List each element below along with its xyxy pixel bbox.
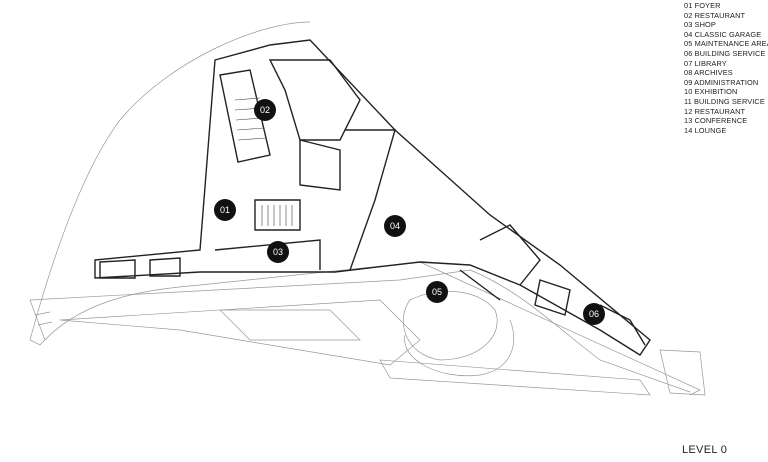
legend-item: 11 BUILDING SERVICE: [684, 96, 765, 106]
legend-item: 12 RESTAURANT: [684, 106, 746, 116]
marker-04: 04: [384, 215, 406, 237]
legend-item: 07 LIBRARY: [684, 58, 727, 68]
legend-item: 02 RESTAURANT: [684, 10, 746, 20]
legend-item: 13 CONFERENCE: [684, 116, 748, 126]
legend-item: 14 LOUNGE: [684, 125, 727, 135]
marker-03: 03: [267, 241, 289, 263]
legend-item: 01 FOYER: [684, 1, 721, 10]
legend-item: 05 MAINTENANCE AREA: [684, 39, 768, 49]
room-markers: 01 02 03 04 05 06: [214, 99, 605, 325]
level-label: LEVEL 0: [682, 444, 728, 456]
room-legend: 01 FOYER 02 RESTAURANT 03 SHOP 04 CLASSI…: [684, 1, 768, 135]
svg-text:06: 06: [589, 309, 599, 319]
stairs: [234, 97, 293, 226]
marker-06: 06: [583, 303, 605, 325]
svg-text:05: 05: [432, 287, 442, 297]
legend-item: 09 ADMINISTRATION: [684, 77, 759, 87]
marker-02: 02: [254, 99, 276, 121]
legend-item: 10 EXHIBITION: [684, 87, 738, 97]
svg-text:03: 03: [273, 247, 283, 257]
svg-text:04: 04: [390, 221, 400, 231]
svg-text:02: 02: [260, 105, 270, 115]
marker-01: 01: [214, 199, 236, 221]
building-walls: [94, 39, 651, 356]
legend-item: 06 BUILDING SERVICE: [684, 48, 766, 58]
legend-item: 08 ARCHIVES: [684, 68, 733, 78]
svg-text:01: 01: [220, 205, 230, 215]
legend-item: 04 CLASSIC GARAGE: [684, 29, 762, 39]
legend-item: 03 SHOP: [684, 20, 716, 30]
site-outline: [29, 21, 706, 396]
marker-05: 05: [426, 281, 448, 303]
